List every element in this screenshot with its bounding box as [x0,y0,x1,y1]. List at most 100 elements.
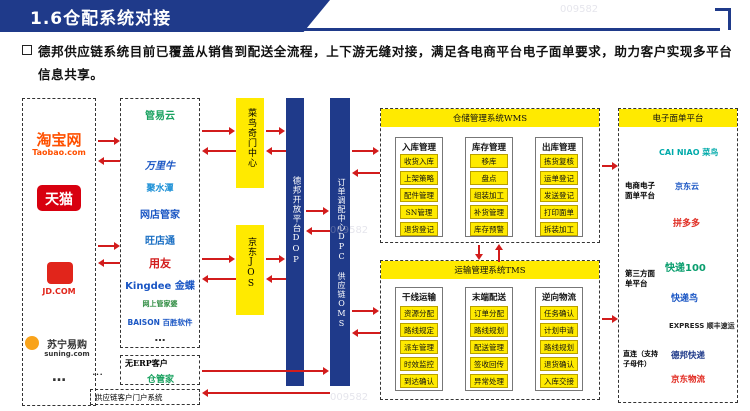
tms-item: 到达确认 [400,374,438,388]
wms-col-stock: 库存管理 移库 盘点 组装加工 补货管理 库存预警 [465,137,513,237]
erp-kingdee: Kingdee 金蝶 [125,281,195,292]
wms-item: 运单登记 [540,171,578,185]
arrow-line [202,370,324,372]
portal-box: 供应链客户门户系统 [90,389,200,405]
cainiao-qimen-box: 菜鸟奇门中心 [236,98,264,188]
arrow-head-right [612,315,618,323]
tms-panel: 运输管理系统TMS 干线运输 资源分配 路线规定 派车管理 时效监控 到达确认 … [380,260,600,400]
wms-title-bar: 仓储管理系统WMS [381,109,599,127]
arrow-line [358,172,380,174]
tms-col-title: 干线运输 [401,293,436,303]
waybill-group2-label: 第三方面单平台 [625,269,655,288]
arrow-line [208,392,330,394]
arrow-line [208,278,236,280]
tms-item: 退货确认 [540,357,578,371]
arrow-head-up [495,244,503,250]
title-underline [300,28,720,31]
arrow-line [98,140,116,142]
arrow-head-left [98,259,104,267]
jd-jos-box: 京东JOS [236,225,264,315]
arrow-head-left [266,275,272,283]
tms-col-reverse: 逆向物流 任务确认 计划申请 路线规划 退货确认 入库交接 [535,287,583,391]
jd-jos-label: 京东JOS [246,237,256,290]
arrow-head-right [373,307,379,315]
erp-guanjiapo: 网上管家婆 [142,300,178,308]
cainiao-qimen-label: 菜鸟奇门中心 [246,108,256,168]
wms-item: 收货入库 [400,154,438,168]
suning-logo: 苏宁易购 [47,340,87,351]
arrow-line [352,150,374,152]
sf-express-logo: EXPRESS 顺丰速运 [669,322,735,330]
tmall-label: 天猫 [45,192,73,208]
tms-title-bar: 运输管理系统TMS [381,261,599,279]
tms-col-title: 逆向物流 [541,293,576,303]
wms-item: 盘点 [470,171,508,185]
no-erp-label: 无ERP客户 [125,358,168,368]
arrow-head-left [352,169,358,177]
wms-col-outbound: 出库管理 拣货复核 运单登记 发送登记 打印面单 拆装加工 [535,137,583,237]
wms-col-title: 库存管理 [471,143,506,153]
erp-column: 管易云 万里牛 聚水潭 网店管家 旺店通 用友 Kingdee 金蝶 网上管家婆… [120,98,200,348]
dop-bar: 德邦开放平台DOP [286,98,304,386]
tms-col-title: 末端配送 [471,293,506,303]
platform-more: … [52,369,66,385]
tms-title: 运输管理系统TMS [454,266,526,276]
arrow-head-left [202,147,208,155]
tms-item: 任务确认 [540,306,578,320]
arrow-head-right [279,127,285,135]
title-bar: 1.6仓配系统对接 [0,0,750,32]
tms-item: 计划申请 [540,323,578,337]
wms-item: 补货管理 [470,205,508,219]
erp-guanyiyun: 管易云 [145,111,175,122]
arrow-head-left [202,275,208,283]
waybill-title: 电子面单平台 [652,114,704,124]
tms-item: 入库交接 [540,374,578,388]
wms-item: 打印面单 [540,205,578,219]
bottom-more: … [92,365,103,378]
tms-col-lastmile: 末端配送 订单分配 路线规划 配送管理 签收回传 异常处理 [465,287,513,391]
arrow-head-right [229,127,235,135]
suning-domain: suning.com [44,350,90,358]
jd-dog-icon [47,262,73,284]
arrow-line [266,130,280,132]
wms-item: 发送登记 [540,188,578,202]
portal-label: 供应链客户门户系统 [95,393,163,402]
tms-col-trunk: 干线运输 资源分配 路线规定 派车管理 时效监控 到达确认 [395,287,443,391]
arrow-line [104,160,120,162]
wms-item: 组装加工 [470,188,508,202]
arrow-line [352,310,374,312]
wms-item: SN管理 [400,205,438,219]
arrow-head-right [114,242,120,250]
erp-more: … [154,331,166,344]
erp-jushuitan: 聚水潭 [146,184,174,194]
no-erp-box: 无ERP客户 仓管家 [120,355,200,385]
kuaidiniao-logo: 快递鸟 [671,294,699,304]
arrow-line [312,230,330,232]
arrow-line [272,150,286,152]
waybill-panel: 电子面单平台 电商电子面单平台 第三方面单平台 直连（支持子母件） CAI NI… [618,108,738,403]
arrow-line [208,150,236,152]
tms-item: 路线规划 [540,340,578,354]
erp-baison: BAISON 百胜软件 [127,318,193,327]
tmall-logo: 天猫 [37,185,81,211]
arrow-head-right [114,137,120,145]
waybill-group1-label: 电商电子面单平台 [625,181,655,200]
tms-item: 派车管理 [400,340,438,354]
arrow-line [272,278,286,280]
tms-item: 异常处理 [470,374,508,388]
title-banner [0,0,330,32]
arrow-head-left [266,147,272,155]
platform-column: 淘宝网 Taobao.com 天猫 JD.COM 苏宁易购 suning.com… [22,98,96,406]
wms-item: 上架策略 [400,171,438,185]
wms-item: 拣货复核 [540,154,578,168]
wms-item: 配件管理 [400,188,438,202]
arrow-line [498,250,500,262]
cangguanjia-logo: 仓管家 [147,375,175,385]
arrow-line [602,318,614,320]
arrow-line [358,332,380,334]
arrow-line [202,130,230,132]
arrow-line [306,210,324,212]
dpc-oms-label: 订单调配中心DPC 供应链OMS [337,178,346,329]
arrow-head-left [202,389,208,397]
erp-wangdian-guanjia: 网店管家 [140,210,180,221]
